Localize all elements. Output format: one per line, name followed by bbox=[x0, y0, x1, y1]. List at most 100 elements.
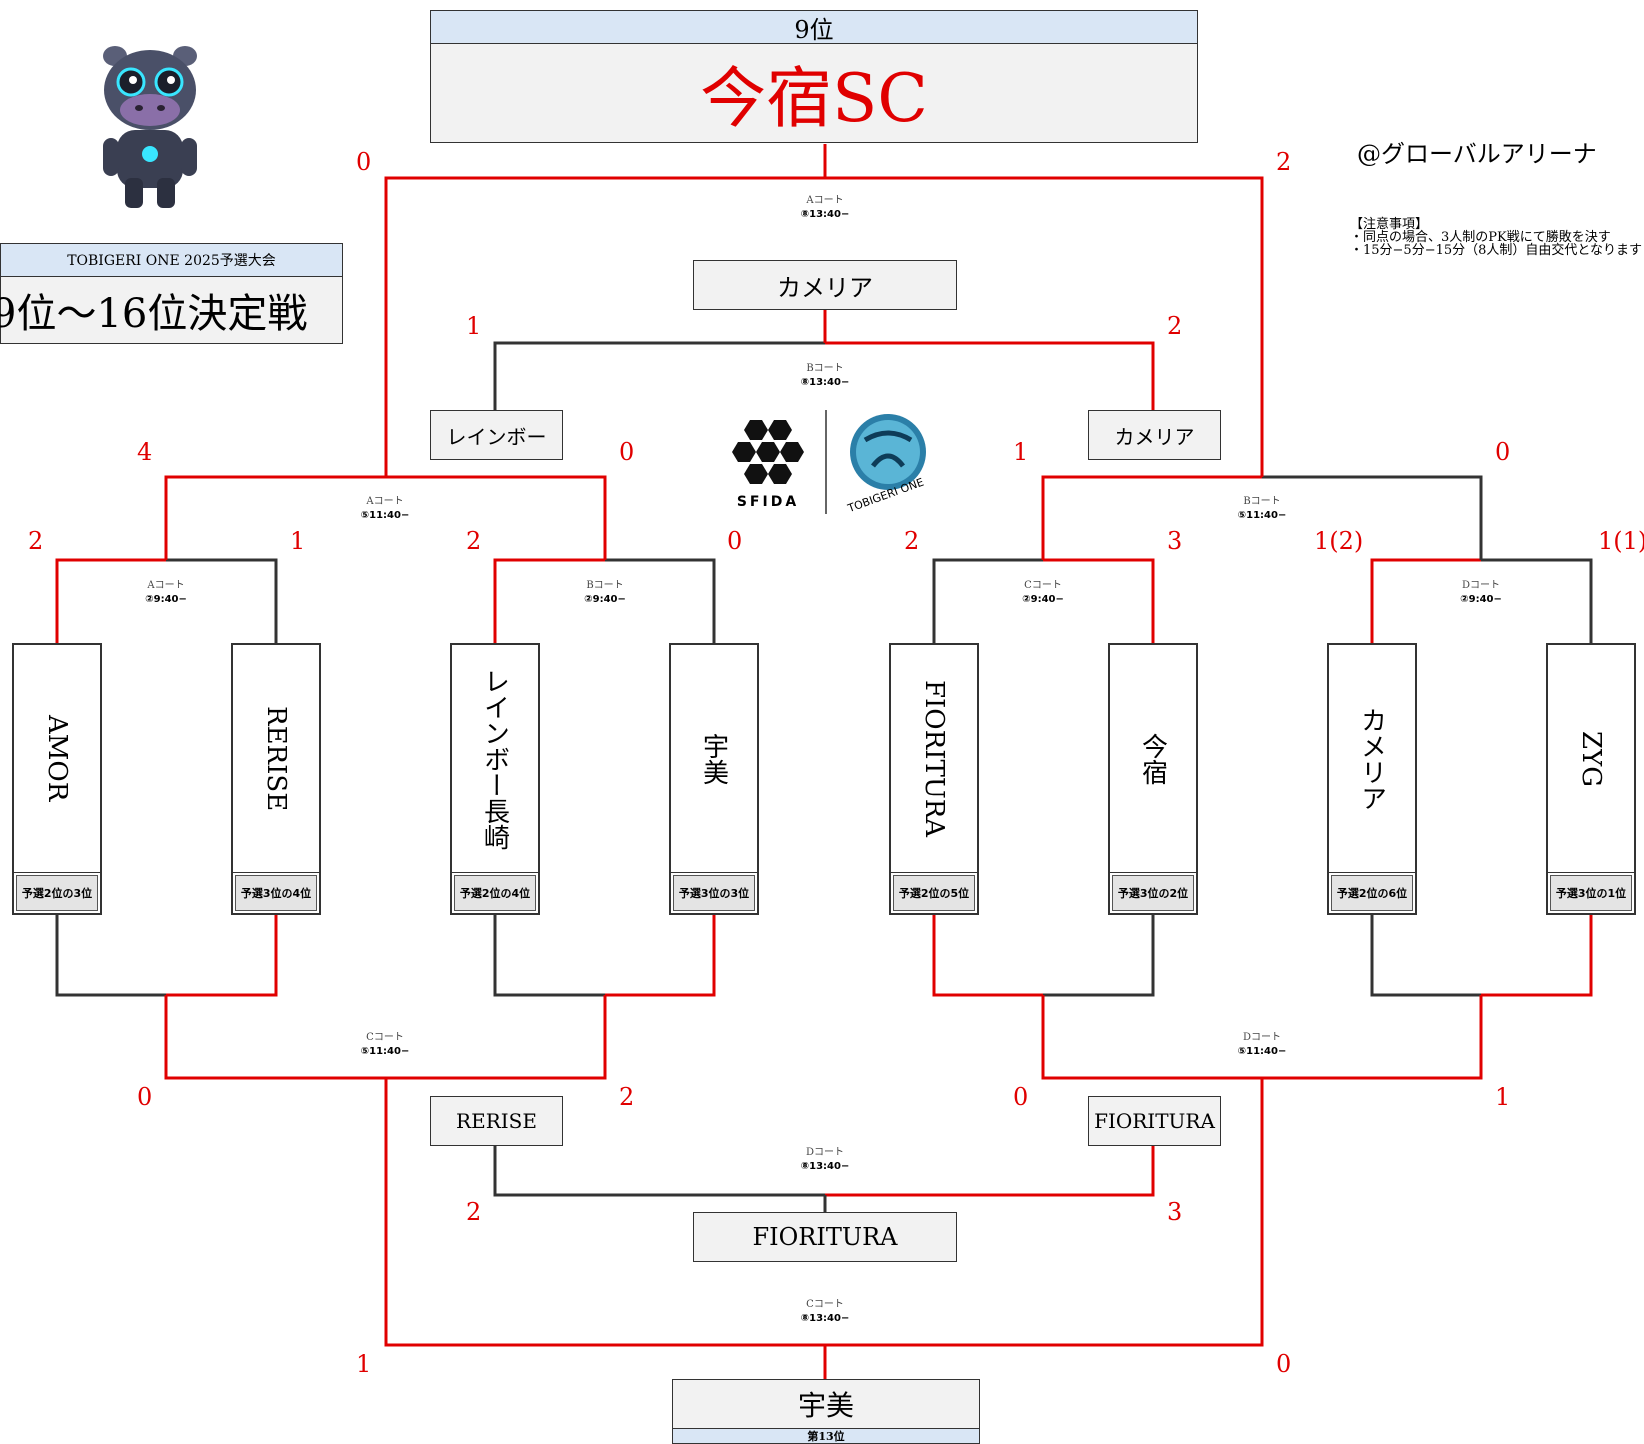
venue: @グローバルアリーナ bbox=[1357, 140, 1597, 168]
bot-third-left bbox=[493, 1146, 825, 1197]
match-info: Dコート ⑤11:40− bbox=[1212, 1031, 1312, 1059]
score: 2 bbox=[466, 1198, 482, 1226]
r2-top-left-a bbox=[164, 475, 386, 560]
team-seed: 予選3位の2位 bbox=[1112, 875, 1194, 911]
r1-line-umi bbox=[605, 558, 716, 643]
score: 1 bbox=[1495, 1083, 1511, 1111]
sfida-logo: SFIDA bbox=[728, 418, 808, 510]
logo-divider bbox=[825, 410, 827, 514]
score: 2 bbox=[904, 527, 920, 555]
match-time: ⑧13:40− bbox=[800, 209, 850, 220]
match-time: ②9:40− bbox=[145, 594, 187, 605]
score: 2 bbox=[619, 1083, 635, 1111]
team-seed: 予選3位の4位 bbox=[235, 875, 317, 911]
team-name-box: レインボー長崎 bbox=[452, 645, 538, 873]
score: 1 bbox=[1013, 438, 1029, 466]
team-name-box: 今宿 bbox=[1110, 645, 1196, 873]
match-time: ②9:40− bbox=[1460, 594, 1502, 605]
top-winner: 今宿SC bbox=[430, 43, 1198, 143]
tobigeri-emblem-icon bbox=[850, 414, 926, 490]
court-label: Bコート bbox=[1243, 496, 1281, 507]
r1b-rainbow bbox=[493, 914, 605, 997]
score: 1 bbox=[466, 312, 482, 340]
court-label: Aコート bbox=[366, 496, 404, 507]
score: 1 bbox=[290, 527, 306, 555]
match-info: Aコート ⑧13:40− bbox=[775, 194, 875, 222]
court-label: Bコート bbox=[586, 580, 624, 591]
court-label: Cコート bbox=[1024, 580, 1062, 591]
match-info: Aコート ②9:40− bbox=[116, 579, 216, 607]
court-label: Dコート bbox=[1242, 1032, 1282, 1043]
court-label: Bコート bbox=[806, 363, 844, 374]
team-seed: 予選2位の4位 bbox=[454, 875, 536, 911]
notes-heading: 【注意事項】 bbox=[1350, 217, 1429, 232]
r2-bot-left-a bbox=[164, 995, 386, 1080]
team-name: 今宿 bbox=[1137, 732, 1168, 785]
court-label: Cコート bbox=[366, 1032, 404, 1043]
match-time: ⑤11:40− bbox=[1237, 1046, 1287, 1057]
r1-line-zyg bbox=[1481, 558, 1593, 643]
court-label: Dコート bbox=[805, 1147, 845, 1158]
match-info: Bコート ⑤11:40− bbox=[1212, 495, 1312, 523]
r1b-imajuku bbox=[1043, 914, 1155, 997]
score: 0 bbox=[1013, 1083, 1029, 1111]
team-name-box: RERISE bbox=[233, 645, 319, 873]
team-card: ZYG 予選3位の1位 bbox=[1546, 643, 1636, 915]
team-seed: 予選2位の5位 bbox=[893, 875, 975, 911]
r1-line-kameria bbox=[1370, 558, 1481, 643]
bot-final-right bbox=[825, 1078, 1264, 1347]
team-name-box: FIORITURA bbox=[891, 645, 977, 873]
r2-top-left-b bbox=[386, 475, 607, 560]
sfida-ball-icon bbox=[732, 420, 804, 484]
r2-top-right-a bbox=[1041, 475, 1262, 560]
team-card: レインボー長崎 予選2位の4位 bbox=[450, 643, 540, 915]
page-subtitle: 9位〜16位決定戦 bbox=[0, 276, 343, 344]
r2-top-right-b bbox=[1262, 475, 1483, 560]
r1b-zyg bbox=[1481, 914, 1593, 997]
match-time: ⑤11:40− bbox=[1237, 510, 1287, 521]
match-info: Bコート ⑧13:40− bbox=[775, 362, 875, 390]
r2-bot-right-a bbox=[1041, 995, 1262, 1080]
court-label: Aコート bbox=[147, 580, 185, 591]
r1b-umi bbox=[605, 914, 716, 997]
sfida-text: SFIDA bbox=[736, 494, 800, 510]
notes: 【注意事項】 ・同点の場合、3人制のPK戦にて勝敗を決す ・15分−5分−15分… bbox=[1350, 218, 1642, 257]
team-card: カメリア 予選2位の6位 bbox=[1327, 643, 1417, 915]
team-card: FIORITURA 予選2位の5位 bbox=[889, 643, 979, 915]
lower-left-semi-team: RERISE bbox=[430, 1096, 563, 1146]
match-time: ⑧13:40− bbox=[800, 1161, 850, 1172]
bottom-winner: 宇美 bbox=[672, 1379, 980, 1429]
match-time: ⑤11:40− bbox=[360, 510, 410, 521]
score: 3 bbox=[1167, 527, 1183, 555]
notes-line2: ・15分−5分−15分（8人制）自由交代となります bbox=[1350, 243, 1643, 258]
score: 2 bbox=[1167, 312, 1183, 340]
score: 0 bbox=[1495, 438, 1511, 466]
court-label: Dコート bbox=[1461, 580, 1501, 591]
hippo-mascot-icon bbox=[103, 46, 197, 208]
top-third-right bbox=[825, 341, 1155, 410]
r1b-amor bbox=[55, 914, 166, 997]
top-third-left bbox=[493, 341, 825, 410]
score: 4 bbox=[137, 438, 153, 466]
court-label: Aコート bbox=[806, 195, 844, 206]
upper-final-team: カメリア bbox=[693, 260, 957, 310]
team-seed: 予選2位の6位 bbox=[1331, 875, 1413, 911]
score: 2 bbox=[1276, 148, 1292, 176]
score: 0 bbox=[619, 438, 635, 466]
team-name: レインボー長崎 bbox=[479, 667, 510, 850]
score: 3 bbox=[1167, 1198, 1183, 1226]
r1-line-amor bbox=[55, 558, 166, 643]
score: 1 bbox=[356, 1350, 372, 1378]
score: 2 bbox=[28, 527, 44, 555]
match-info: Dコート ②9:40− bbox=[1431, 579, 1531, 607]
match-time: ⑧13:40− bbox=[800, 377, 850, 388]
match-time: ⑧13:40− bbox=[800, 1313, 850, 1324]
lower-right-semi-team: FIORITURA bbox=[1088, 1096, 1221, 1146]
score: 2 bbox=[466, 527, 482, 555]
bot-third-right bbox=[825, 1146, 1155, 1197]
score: 0 bbox=[727, 527, 743, 555]
r1-line-rainbow bbox=[493, 558, 605, 643]
